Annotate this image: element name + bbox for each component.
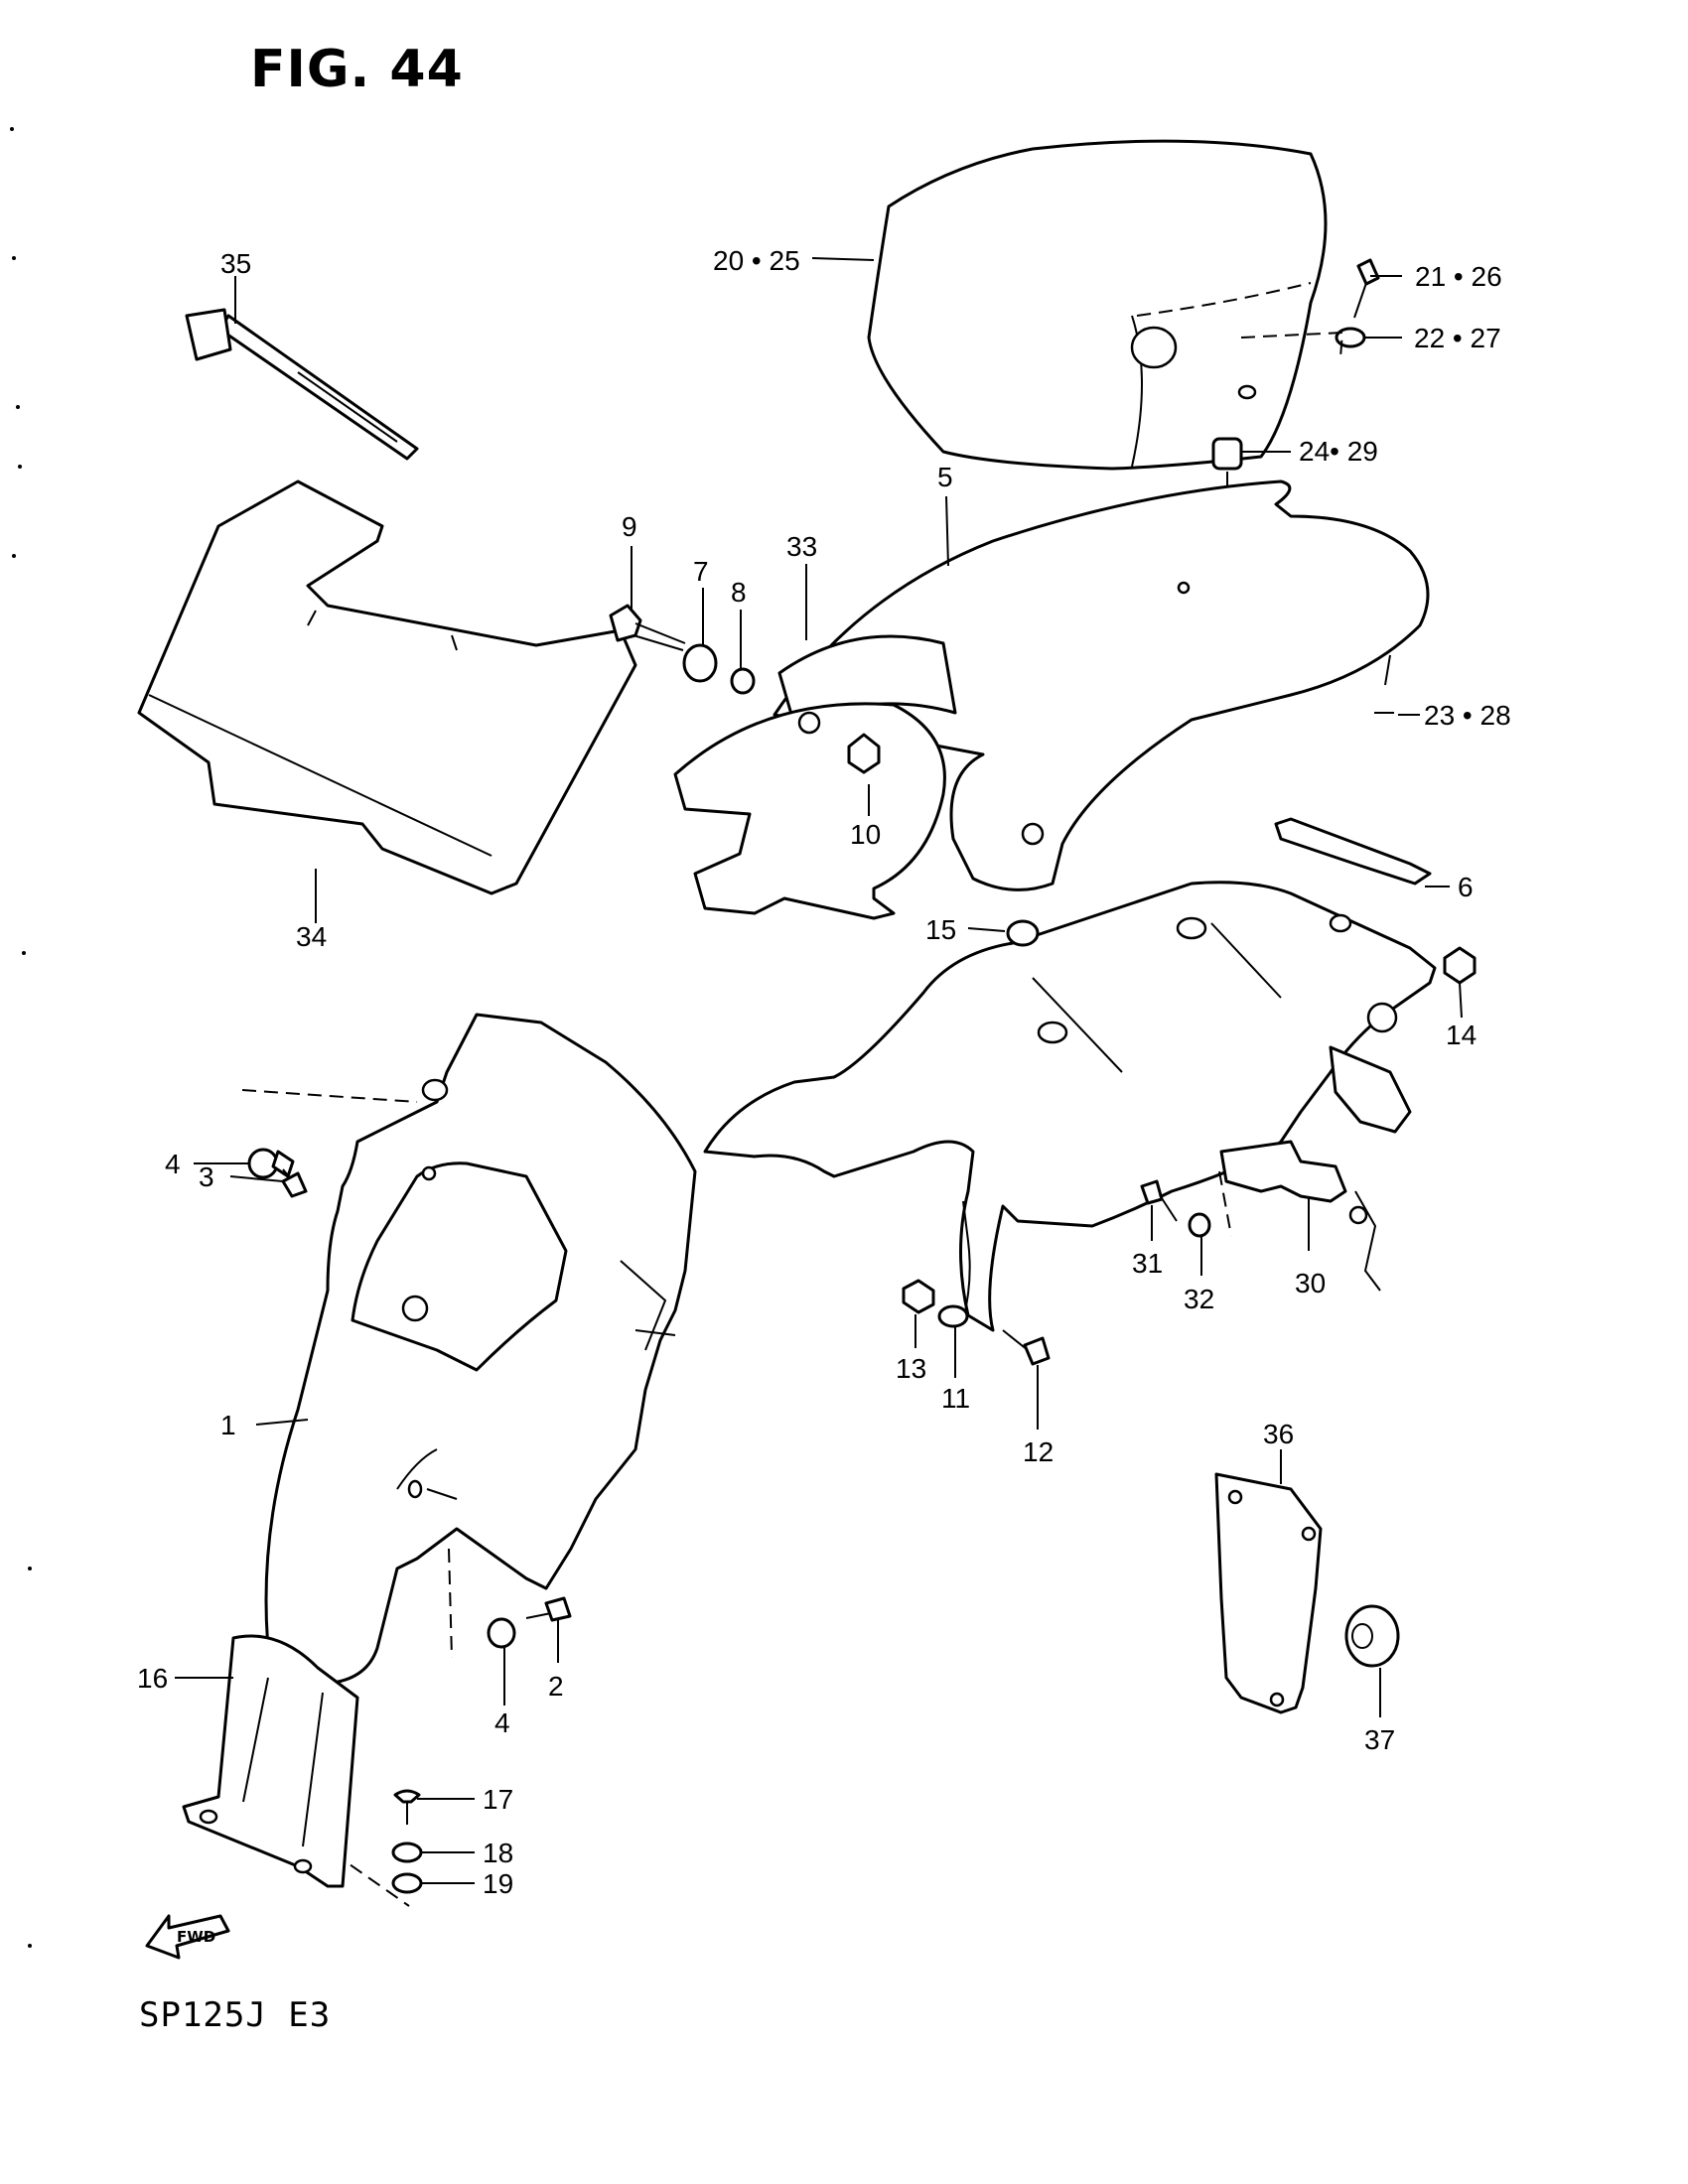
part-6-bracket — [1274, 817, 1432, 886]
label-30: 30 — [1295, 1268, 1326, 1298]
label-12: 12 — [1023, 1436, 1054, 1467]
label-1: 1 — [220, 1410, 236, 1440]
label-4-upper: 4 — [165, 1149, 181, 1179]
part-14-nut — [1443, 946, 1477, 985]
frame-mount-fasteners — [902, 1279, 1051, 1366]
mudflap-fasteners — [391, 1789, 423, 1894]
upper-fender-fasteners — [247, 1148, 308, 1198]
label-34: 34 — [296, 921, 327, 952]
label-2: 2 — [548, 1671, 564, 1702]
part-16-mudflap — [182, 1634, 359, 1888]
part-15-plug — [1006, 919, 1040, 947]
figure-title: FIG. 44 — [250, 40, 464, 99]
model-code: SP125J E3 — [139, 1995, 332, 2035]
forward-arrow-icon: FWD — [145, 1914, 230, 1960]
fwd-label: FWD — [177, 1928, 215, 1946]
label-16: 16 — [137, 1663, 168, 1694]
label-19: 19 — [483, 1868, 513, 1899]
label-7: 7 — [693, 556, 709, 587]
label-9: 9 — [622, 511, 637, 542]
label-13: 13 — [896, 1353, 926, 1384]
label-32: 32 — [1184, 1284, 1214, 1314]
part-30-seat-lock — [1219, 1140, 1381, 1292]
part-labels: 35 20 • 25 21 • 26 22 • 27 24• 29 5 9 7 … — [137, 245, 1511, 1899]
label-24-29: 24• 29 — [1299, 436, 1378, 467]
label-23-28: 23 • 28 — [1424, 700, 1511, 731]
part-34-inner-plate — [137, 479, 637, 895]
part-36-plate — [1214, 1472, 1323, 1714]
leader-dashes — [241, 1089, 1232, 1907]
margin-marks — [10, 127, 32, 1948]
label-31: 31 — [1132, 1248, 1163, 1279]
label-5: 5 — [937, 462, 953, 492]
label-11: 11 — [941, 1383, 970, 1414]
part-35-cable-tie — [185, 308, 419, 461]
part-20-seat — [867, 139, 1328, 471]
label-4-lower: 4 — [494, 1707, 510, 1738]
label-33: 33 — [786, 531, 817, 562]
label-8: 8 — [731, 577, 747, 608]
part-37-grommet — [1344, 1604, 1400, 1668]
lower-fender-fasteners — [487, 1596, 572, 1649]
label-6: 6 — [1458, 872, 1474, 902]
label-37: 37 — [1364, 1724, 1395, 1755]
label-15: 15 — [925, 914, 956, 945]
cowl-fasteners — [609, 604, 881, 774]
part-1-rear-fender — [264, 1013, 697, 1685]
label-10: 10 — [850, 819, 881, 850]
label-36: 36 — [1263, 1419, 1294, 1449]
label-35: 35 — [220, 248, 251, 279]
leader-lines — [175, 257, 1463, 1884]
label-14: 14 — [1446, 1020, 1477, 1050]
label-22-27: 22 • 27 — [1414, 323, 1501, 353]
seat-rail-frame — [703, 881, 1437, 1332]
label-20-25: 20 • 25 — [713, 245, 800, 276]
label-21-26: 21 • 26 — [1415, 261, 1502, 292]
lock-fasteners — [1140, 1179, 1211, 1238]
label-18: 18 — [483, 1838, 513, 1868]
label-17: 17 — [483, 1784, 513, 1815]
label-3: 3 — [199, 1161, 214, 1192]
